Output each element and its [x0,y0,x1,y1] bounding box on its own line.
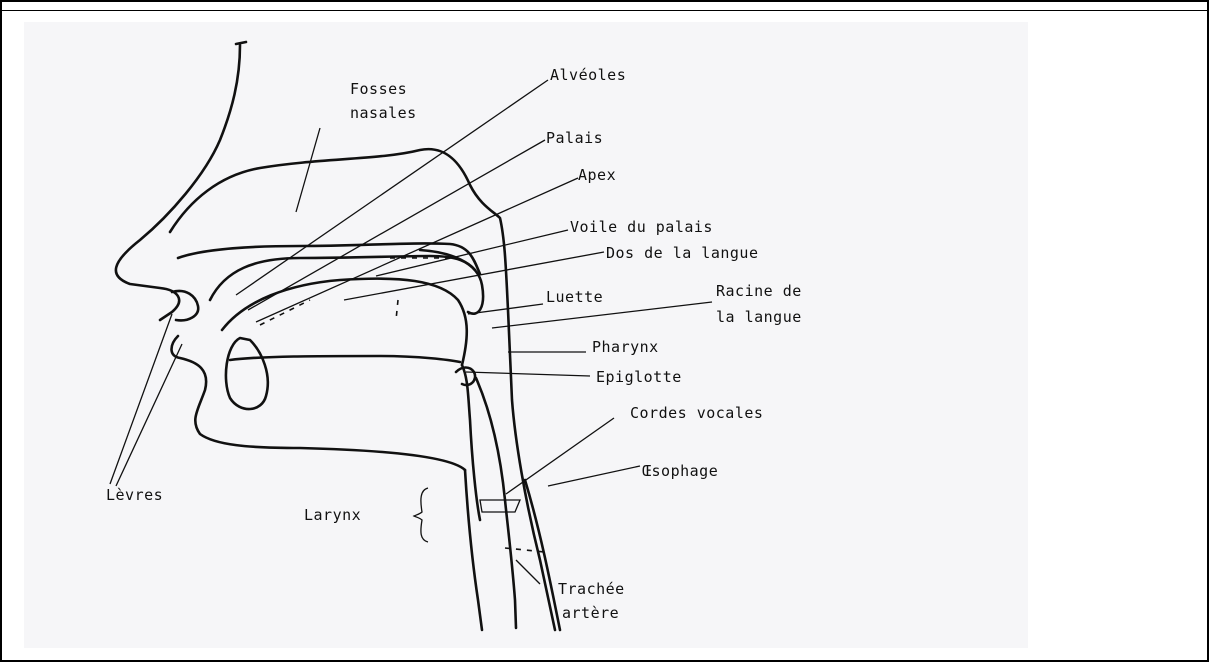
tongue-mid-dash [396,300,398,320]
leader-trachee [516,560,540,584]
trachea-front [465,470,482,630]
label-larynx: Larynx [304,506,361,524]
label-dos-de-la-langue: Dos de la langue [606,244,759,262]
labels: Fosses nasales Alvéoles Palais Apex Voil… [106,66,802,622]
leader-levres-lower [116,344,182,486]
leader-oesophage [548,466,640,486]
label-alveoles: Alvéoles [550,66,626,84]
label-racine-line1: Racine de [716,282,802,300]
pharynx-front-wall [462,365,480,520]
label-pharynx: Pharynx [592,338,659,356]
forehead [236,42,246,44]
leader-apex [256,178,578,322]
larynx-brace [414,488,428,542]
tongue-dorsum-dash [260,300,310,325]
label-oesophage: Œsophage [642,462,718,480]
leader-fosses [296,128,320,212]
leader-epiglotte [466,372,590,376]
sublingual-sac [226,338,268,409]
label-voile-du-palais: Voile du palais [570,218,713,236]
larynx-wall [476,378,516,628]
label-fosses-line2: nasales [350,104,417,122]
label-apex: Apex [578,166,616,184]
leader-lines [110,80,712,584]
label-palais: Palais [546,129,603,147]
label-epiglotte: Epiglotte [596,368,682,386]
leader-cordes [506,418,614,494]
leader-levres-upper [110,314,172,484]
oesophagus-wall [525,480,560,630]
label-fosses-line1: Fosses [350,80,407,98]
anatomy-outline [116,42,560,630]
palate-lower [210,256,475,300]
label-trachee-line2: artère [562,604,619,622]
vocal-folds [480,500,520,512]
label-racine-line2: la langue [716,308,802,326]
label-levres: Lèvres [106,486,163,504]
label-trachee-line1: Trachée [558,580,625,598]
label-luette: Luette [546,288,603,306]
leader-voile [376,230,568,276]
label-cordes-vocales: Cordes vocales [630,404,763,422]
